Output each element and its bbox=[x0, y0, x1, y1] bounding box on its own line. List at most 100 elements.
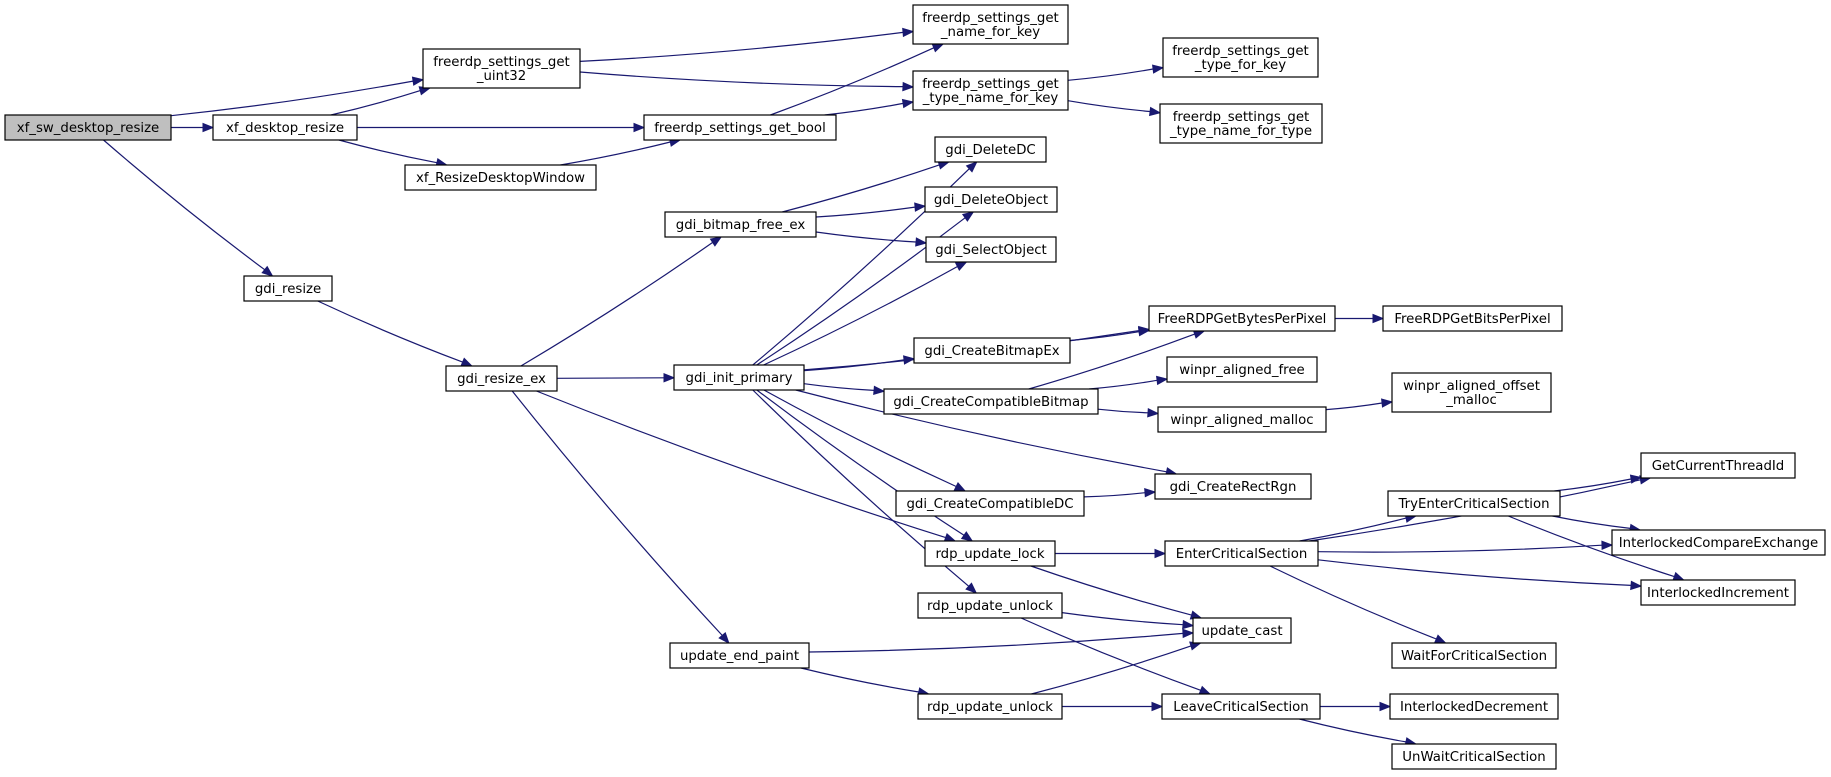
call-edge-xf-desktop-resize-to-freerdp-settings-get-bool bbox=[357, 122, 646, 133]
node-box bbox=[673, 364, 805, 391]
node-label: FreeRDPGetBitsPerPixel bbox=[1394, 312, 1550, 327]
function-node-freerdp-settings-get-bool[interactable]: freerdp_settings_get_bool bbox=[643, 114, 837, 141]
node-box bbox=[934, 136, 1047, 163]
edge-line bbox=[1317, 559, 1632, 586]
function-node-gdi-delete-object[interactable]: gdi_DeleteObject bbox=[924, 186, 1058, 213]
function-node-freerdp-settings-get-type-for-key[interactable]: freerdp_settings_get_type_for_key bbox=[1162, 37, 1319, 78]
node-box bbox=[1164, 540, 1319, 567]
call-edge-gdi-create-bitmap-ex-to-free-rdpget-bytes-per-pixel bbox=[1069, 327, 1151, 342]
function-node-interlocked-compare-exchange[interactable]: InterlockedCompareExchange bbox=[1611, 529, 1826, 556]
call-edge-enter-critical-section-to-interlocked-increment bbox=[1317, 559, 1643, 591]
node-box bbox=[1389, 693, 1559, 720]
function-node-free-rdpget-bits-per-pixel[interactable]: FreeRDPGetBitsPerPixel bbox=[1382, 305, 1563, 332]
node-label: xf_sw_desktop_resize bbox=[17, 121, 159, 136]
edge-line bbox=[1031, 645, 1192, 695]
function-node-gdi-create-compatible-bitmap[interactable]: gdi_CreateCompatibleBitmap bbox=[883, 388, 1099, 415]
function-node-gdi-bitmap-free-ex[interactable]: gdi_bitmap_free_ex bbox=[664, 211, 817, 238]
function-node-gdi-create-rect-rgn[interactable]: gdi_CreateRectRgn bbox=[1154, 473, 1312, 500]
node-box bbox=[243, 275, 333, 302]
function-node-wait-for-critical-section[interactable]: WaitForCriticalSection bbox=[1391, 642, 1557, 669]
call-edge-try-enter-critical-section-to-get-current-thread-id bbox=[1554, 474, 1643, 492]
function-node-try-enter-critical-section[interactable]: TryEnterCriticalSection bbox=[1387, 490, 1561, 517]
edge-line bbox=[1508, 515, 1675, 578]
arrowhead-icon bbox=[1138, 327, 1151, 337]
function-node-winpr-aligned-offset-malloc[interactable]: winpr_aligned_offset_malloc bbox=[1391, 372, 1552, 413]
function-node-enter-critical-section[interactable]: EnterCriticalSection bbox=[1164, 540, 1319, 567]
function-node-interlocked-decrement[interactable]: InterlockedDecrement bbox=[1389, 693, 1559, 720]
function-node-winpr-aligned-malloc[interactable]: winpr_aligned_malloc bbox=[1157, 406, 1327, 433]
node-label: winpr_aligned_free bbox=[1179, 363, 1304, 378]
node-box bbox=[912, 4, 1069, 45]
function-node-xf-sw-desktop-resize[interactable]: xf_sw_desktop_resize bbox=[4, 114, 172, 141]
function-node-gdi-resize[interactable]: gdi_resize bbox=[243, 275, 333, 302]
call-edge-gdi-init-primary-to-gdi-create-compatible-bitmap bbox=[803, 383, 886, 395]
node-label: GetCurrentThreadId bbox=[1652, 459, 1785, 474]
edge-line bbox=[803, 359, 905, 372]
arrowhead-icon bbox=[1372, 313, 1385, 324]
edge-line bbox=[330, 90, 421, 116]
function-node-winpr-aligned-free[interactable]: winpr_aligned_free bbox=[1166, 356, 1318, 383]
node-box bbox=[912, 70, 1069, 111]
arrowhead-icon bbox=[1182, 619, 1195, 630]
function-node-leave-critical-section[interactable]: LeaveCriticalSection bbox=[1161, 693, 1321, 720]
node-label: gdi_resize bbox=[255, 282, 321, 297]
node-label: gdi_CreateBitmapEx bbox=[924, 344, 1059, 359]
edge-line bbox=[756, 389, 965, 536]
function-node-gdi-create-compatible-dc[interactable]: gdi_CreateCompatibleDC bbox=[895, 490, 1085, 517]
function-node-un-wait-critical-section[interactable]: UnWaitCriticalSection bbox=[1391, 743, 1557, 770]
call-edge-gdi-bitmap-free-ex-to-gdi-delete-object bbox=[815, 202, 927, 218]
arrowhead-icon bbox=[261, 265, 274, 277]
function-node-free-rdpget-bytes-per-pixel[interactable]: FreeRDPGetBytesPerPixel bbox=[1148, 305, 1336, 332]
node-box bbox=[404, 164, 597, 191]
function-node-gdi-delete-dc[interactable]: gdi_DeleteDC bbox=[934, 136, 1047, 163]
arrowhead-icon bbox=[965, 582, 978, 594]
function-node-gdi-select-object[interactable]: gdi_SelectObject bbox=[925, 236, 1057, 263]
arrowhead-icon bbox=[1629, 474, 1643, 484]
node-label: gdi_bitmap_free_ex bbox=[676, 218, 806, 233]
edge-line bbox=[1097, 408, 1149, 414]
edge-line bbox=[770, 47, 935, 116]
edge-line bbox=[1028, 333, 1195, 390]
node-label: TryEnterCriticalSection bbox=[1397, 497, 1549, 512]
node-label: InterlockedCompareExchange bbox=[1619, 536, 1819, 551]
function-node-xf-desktop-resize[interactable]: xf_desktop_resize bbox=[212, 114, 358, 141]
arrowhead-icon bbox=[901, 98, 915, 109]
edge-line bbox=[763, 265, 958, 366]
node-label: rdp_update_unlock bbox=[927, 700, 1053, 715]
call-edge-rdp-update-unlock-1-to-leave-critical-section bbox=[1020, 617, 1212, 695]
function-node-xf-resize-desktop-window[interactable]: xf_ResizeDesktopWindow bbox=[404, 164, 597, 191]
function-node-freerdp-settings-get-uint32[interactable]: freerdp_settings_get_uint32 bbox=[422, 48, 581, 89]
node-label: _uint32 bbox=[476, 69, 526, 84]
arrowhead-icon bbox=[1154, 548, 1167, 559]
edge-line bbox=[800, 667, 919, 693]
call-edge-gdi-init-primary-to-gdi-create-bitmap-ex bbox=[803, 355, 916, 372]
node-label: _name_for_key bbox=[940, 25, 1040, 40]
edge-line bbox=[1067, 100, 1151, 113]
function-node-interlocked-increment[interactable]: InterlockedIncrement bbox=[1640, 579, 1796, 606]
function-node-gdi-resize-ex[interactable]: gdi_resize_ex bbox=[445, 365, 558, 392]
node-label: FreeRDPGetBytesPerPixel bbox=[1158, 312, 1327, 327]
function-node-update-cast[interactable]: update_cast bbox=[1192, 617, 1292, 644]
node-box bbox=[643, 114, 837, 141]
function-node-freerdp-settings-get-type-name-for-type[interactable]: freerdp_settings_get_type_name_for_type bbox=[1159, 103, 1323, 144]
function-node-gdi-init-primary[interactable]: gdi_init_primary bbox=[673, 364, 805, 391]
function-node-rdp-update-lock[interactable]: rdp_update_lock bbox=[924, 540, 1056, 567]
call-edge-freerdp-settings-get-uint32-to-freerdp-settings-get-name-for-key bbox=[579, 27, 915, 62]
node-label: update_cast bbox=[1201, 624, 1282, 639]
arrowhead-icon bbox=[1156, 375, 1169, 386]
function-node-rdp-update-unlock-1[interactable]: rdp_update_unlock bbox=[917, 592, 1063, 619]
edge-line bbox=[560, 141, 671, 166]
function-node-gdi-create-bitmap-ex[interactable]: gdi_CreateBitmapEx bbox=[913, 337, 1071, 364]
edge-line bbox=[317, 300, 463, 363]
arrowhead-icon bbox=[411, 76, 425, 86]
function-node-freerdp-settings-get-name-for-key[interactable]: freerdp_settings_get_name_for_key bbox=[912, 4, 1069, 45]
call-edge-gdi-bitmap-free-ex-to-gdi-select-object bbox=[815, 231, 928, 247]
edge-line bbox=[1083, 492, 1146, 498]
function-node-freerdp-settings-get-type-name-for-key[interactable]: freerdp_settings_get_type_name_for_key bbox=[912, 70, 1069, 111]
function-node-get-current-thread-id[interactable]: GetCurrentThreadId bbox=[1640, 452, 1796, 479]
function-node-rdp-update-unlock-2[interactable]: rdp_update_unlock bbox=[917, 693, 1063, 720]
arrowhead-icon bbox=[961, 211, 975, 222]
call-edge-update-end-paint-to-update-cast bbox=[808, 628, 1195, 653]
function-node-update-end-paint[interactable]: update_end_paint bbox=[669, 642, 810, 669]
node-box bbox=[1391, 642, 1557, 669]
